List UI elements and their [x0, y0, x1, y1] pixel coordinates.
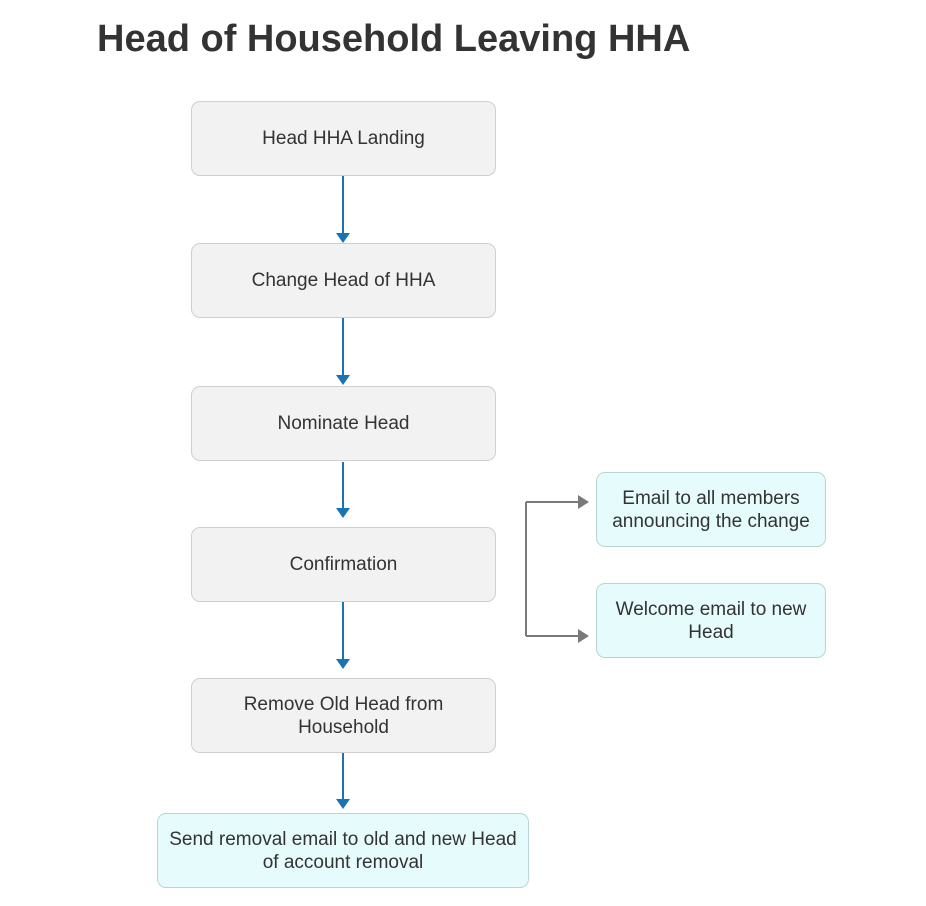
arrow-to-email-all	[578, 495, 589, 509]
node-label: Change Head of HHA	[251, 270, 436, 291]
branch-connector	[525, 495, 589, 643]
node-confirmation: Confirmation	[191, 527, 496, 602]
node-label: Email to all members announcing the chan…	[612, 487, 810, 532]
arrow-nominate-to-confirmation	[336, 462, 350, 518]
node-label: Confirmation	[289, 554, 398, 575]
arrow-to-welcome-email	[578, 629, 589, 643]
node-remove-old-head: Remove Old Head from Household	[191, 678, 496, 753]
node-welcome-email: Welcome email to new Head	[596, 583, 826, 658]
arrow-change-to-nominate	[336, 318, 350, 385]
node-change-head: Change Head of HHA	[191, 243, 496, 318]
node-label: Send removal email to old and new Head o…	[169, 828, 517, 873]
node-email-all-members: Email to all members announcing the chan…	[596, 472, 826, 547]
node-label: Nominate Head	[277, 413, 410, 434]
arrow-landing-to-change	[336, 176, 350, 243]
node-label: Remove Old Head from Household	[243, 693, 444, 738]
node-send-removal-email: Send removal email to old and new Head o…	[157, 813, 529, 888]
arrow-confirmation-to-remove	[336, 602, 350, 669]
page-title: Head of Household Leaving HHA	[97, 18, 691, 60]
node-head-hha-landing: Head HHA Landing	[191, 101, 496, 176]
node-label: Head HHA Landing	[262, 128, 425, 149]
node-label: Welcome email to new Head	[615, 598, 807, 643]
node-nominate-head: Nominate Head	[191, 386, 496, 461]
arrow-remove-to-send-email	[336, 753, 350, 809]
